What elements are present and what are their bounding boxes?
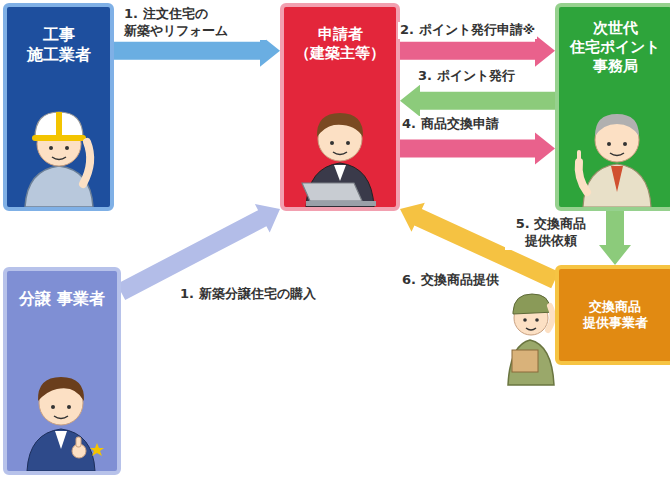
office-box: 次世代 住宅ポイント 事務局 bbox=[555, 3, 670, 211]
node-title: 交換商品 提供事業者 bbox=[565, 299, 665, 332]
flow-arrow bbox=[599, 211, 631, 265]
flow-arrow bbox=[400, 85, 555, 117]
office-staff-illustration bbox=[559, 92, 670, 207]
seller-illustration bbox=[7, 353, 117, 471]
applicant-box: 申請者 （建築主等） bbox=[280, 3, 400, 211]
node-title: 工事 施工業者 bbox=[13, 25, 104, 65]
step-label: 3. ポイント発行 bbox=[416, 68, 517, 85]
step-label: 4. 商品交換申請 bbox=[400, 116, 501, 133]
step-label: 6. 交換商品提供 bbox=[400, 272, 501, 289]
step-label: 1. 注文住宅の 新築やリフォーム bbox=[122, 6, 266, 40]
step-label: 2. ポイント発行申請※ bbox=[398, 22, 537, 39]
seller-box: 分譲 事業者 bbox=[3, 267, 121, 475]
supplier-box: 交換商品 提供事業者 bbox=[555, 265, 670, 365]
worker-illustration bbox=[7, 92, 110, 207]
flow-arrow bbox=[400, 133, 555, 165]
step-label: 5. 交換商品 提供依頼 bbox=[505, 216, 597, 250]
step-label: 1. 新築分譲住宅の購入 bbox=[178, 286, 318, 303]
contractor-box: 工事 施工業者 bbox=[3, 3, 114, 211]
delivery-worker bbox=[508, 294, 555, 385]
node-title: 申請者 （建築主等） bbox=[290, 25, 390, 63]
node-title: 分譲 事業者 bbox=[13, 289, 111, 309]
node-title: 次世代 住宅ポイント 事務局 bbox=[565, 19, 665, 75]
flow-arrow bbox=[400, 35, 555, 67]
applicant-illustration bbox=[284, 97, 396, 207]
